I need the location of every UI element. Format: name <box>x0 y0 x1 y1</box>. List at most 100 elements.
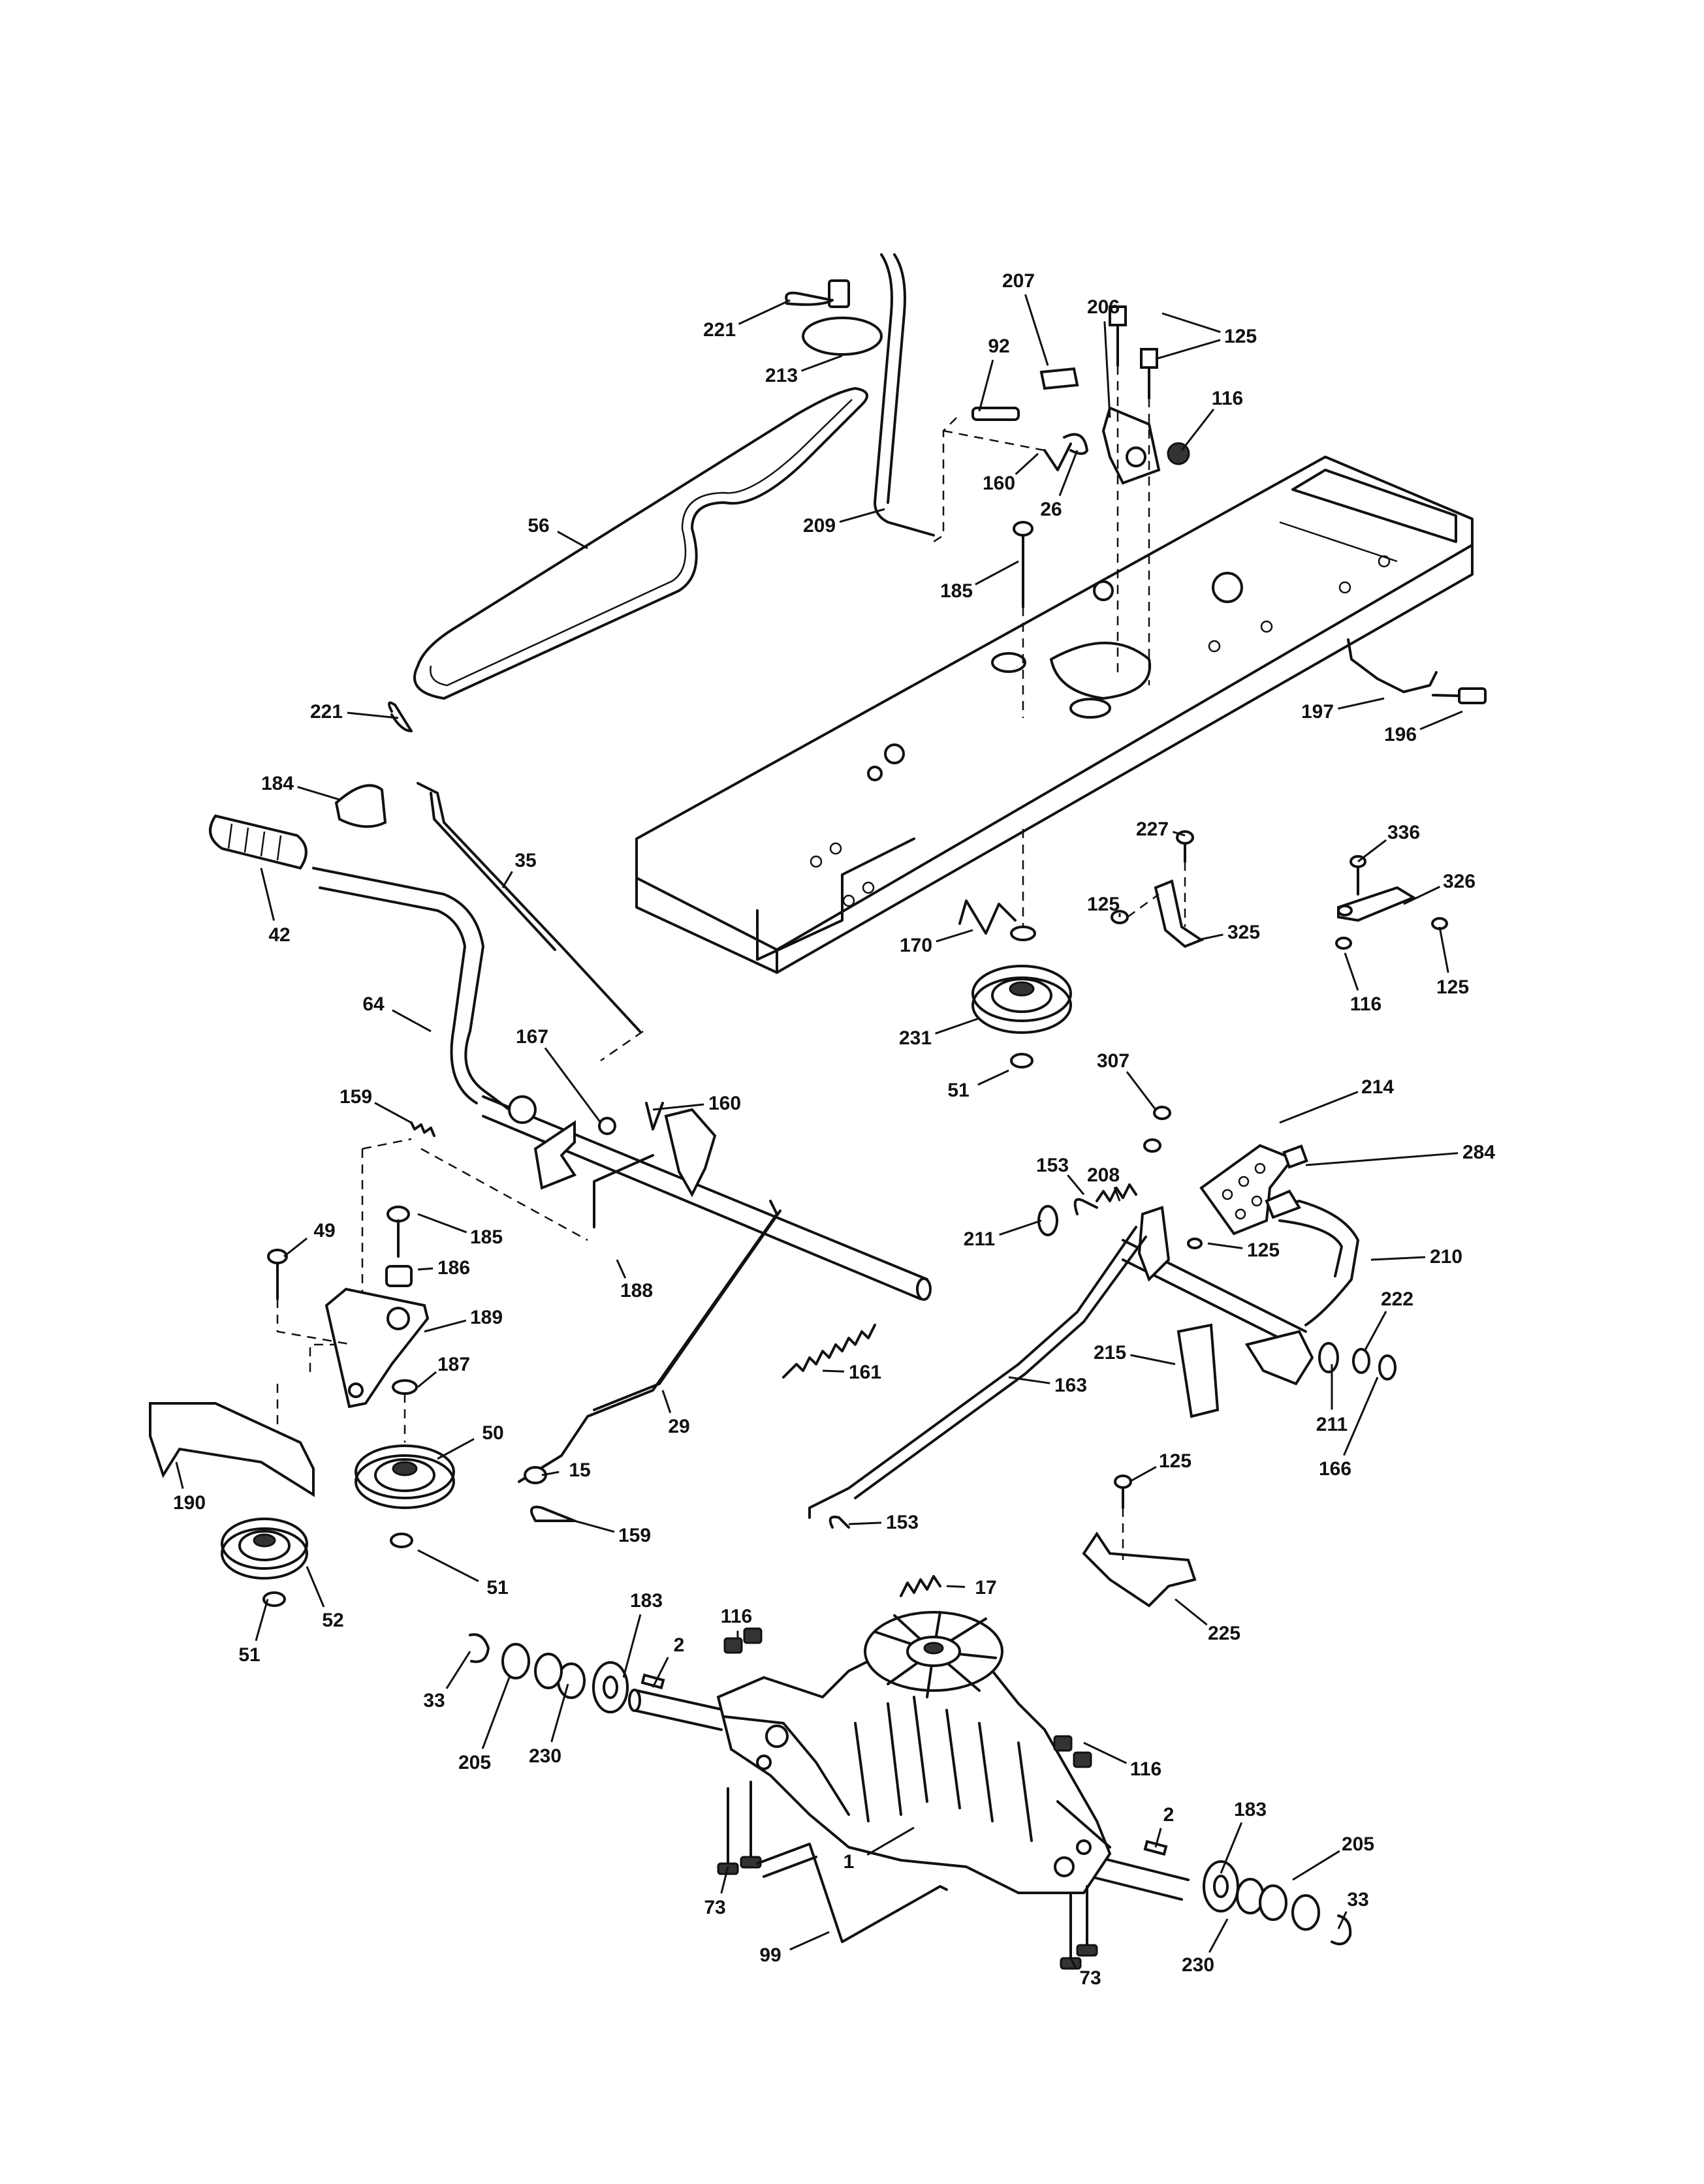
washer-211a <box>1037 1205 1058 1236</box>
leader-line <box>789 1931 830 1951</box>
callout-label: 197 <box>1301 701 1334 723</box>
leader-line <box>1126 1071 1157 1110</box>
leader-line <box>1403 886 1441 905</box>
frame-rail <box>635 456 1474 974</box>
washer-222 <box>1352 1348 1370 1374</box>
idler-bracket-189 <box>324 1287 430 1409</box>
bolt-185 <box>1013 521 1033 608</box>
callout-label: 163 <box>1054 1375 1087 1396</box>
leader-line <box>977 1069 1009 1086</box>
leader-line <box>445 1651 471 1689</box>
leader-line <box>1279 1091 1359 1124</box>
leader-line <box>652 1103 704 1111</box>
callout-label: 51 <box>947 1080 969 1101</box>
callout-label: 207 <box>1002 270 1035 292</box>
callout-label: 51 <box>486 1577 508 1599</box>
callout-label: 222 <box>1381 1288 1413 1310</box>
leader-line <box>175 1461 184 1490</box>
guide-line <box>933 417 957 543</box>
spring-161 <box>782 1324 876 1379</box>
callout-label: 73 <box>704 1897 725 1918</box>
callout-label: 73 <box>1079 1967 1101 1989</box>
callout-label: 125 <box>1224 326 1257 347</box>
leader-line <box>255 1599 269 1642</box>
callout-label: 230 <box>1182 1954 1214 1976</box>
callout-label: 2 <box>674 1634 685 1656</box>
callout-label: 161 <box>849 1362 881 1383</box>
callout-label: 196 <box>1384 724 1417 745</box>
callout-label: 125 <box>1087 894 1120 915</box>
leader-line <box>283 1237 308 1258</box>
callout-label: 211 <box>964 1228 995 1250</box>
leader-line <box>550 1683 569 1743</box>
lift-rod-35 <box>417 782 641 1033</box>
callout-layer: 2212132079220612512511616026209561851971… <box>173 270 1495 1989</box>
leader-line <box>1337 1911 1348 1929</box>
arm-167 <box>533 1120 577 1190</box>
leader-line <box>1338 697 1385 710</box>
callout-label: 116 <box>1130 1758 1161 1780</box>
pulley-50 <box>355 1444 455 1509</box>
leader-line <box>946 1585 966 1588</box>
leader-line <box>1357 839 1387 863</box>
nut-51a <box>390 1533 413 1548</box>
leader-line <box>392 1009 432 1033</box>
pedal-arm-210 <box>1122 1189 1359 1386</box>
leader-line <box>1343 1377 1379 1456</box>
leader-line <box>374 1102 412 1124</box>
callout-label: 221 <box>310 701 343 723</box>
callout-label: 1 <box>844 1851 855 1873</box>
leader-line <box>541 1471 560 1476</box>
callout-label: 205 <box>1342 1833 1374 1855</box>
pulley-52 <box>221 1518 308 1580</box>
leader-line <box>424 1319 467 1333</box>
washer-166 <box>1378 1354 1396 1381</box>
callout-label: 160 <box>983 473 1015 494</box>
callout-label: 231 <box>899 1027 932 1049</box>
callout-label: 336 <box>1387 822 1420 843</box>
bracket-225 <box>1082 1474 1197 1608</box>
guide-line <box>276 1299 353 1346</box>
leader-line <box>1292 1850 1340 1881</box>
callout-label: 35 <box>514 850 536 871</box>
callout-label: 125 <box>1224 326 1257 347</box>
callout-label: 326 <box>1443 871 1475 892</box>
washer-170 <box>1010 926 1036 941</box>
callout-label: 190 <box>173 1492 206 1514</box>
callout-label: 42 <box>268 924 290 946</box>
leader-line <box>417 1213 467 1234</box>
callout-label: 125 <box>1247 1240 1280 1261</box>
frame-bracket-197 <box>1347 638 1487 704</box>
clip-153b <box>828 1516 850 1529</box>
callout-label: 213 <box>765 365 798 386</box>
cotter-pin-221 <box>388 701 413 732</box>
callout-label: 125 <box>1159 1450 1191 1472</box>
drive-belt <box>413 387 868 700</box>
bushing-125 <box>1187 1238 1203 1249</box>
callout-label: 210 <box>1430 1246 1462 1268</box>
callout-label: 166 <box>1319 1458 1351 1480</box>
callout-label: 183 <box>630 1590 663 1612</box>
guide-line <box>1127 893 1160 918</box>
callout-label: 56 <box>528 515 549 537</box>
key-2b <box>1143 1839 1168 1856</box>
callout-label: 159 <box>618 1525 651 1546</box>
transaxle <box>628 1611 1190 1970</box>
callout-label: 209 <box>803 515 836 537</box>
callout-label: 17 <box>975 1577 996 1599</box>
rod-99b <box>763 1856 817 1878</box>
clip-167 <box>598 1117 616 1135</box>
callout-label: 187 <box>437 1354 470 1375</box>
leader-line <box>1058 450 1079 497</box>
leader-line <box>417 1267 434 1271</box>
callout-label: 125 <box>1436 976 1469 998</box>
leader-line <box>481 1677 511 1749</box>
rod-99 <box>756 1843 948 1943</box>
callout-label: 186 <box>437 1257 470 1279</box>
callout-label: 33 <box>423 1690 445 1711</box>
callout-label: 160 <box>708 1093 741 1114</box>
pedal-pad-214 <box>1143 1106 1308 1236</box>
leader-line <box>574 1520 615 1533</box>
callout-label: 99 <box>759 1944 781 1966</box>
leader-line <box>501 871 513 888</box>
